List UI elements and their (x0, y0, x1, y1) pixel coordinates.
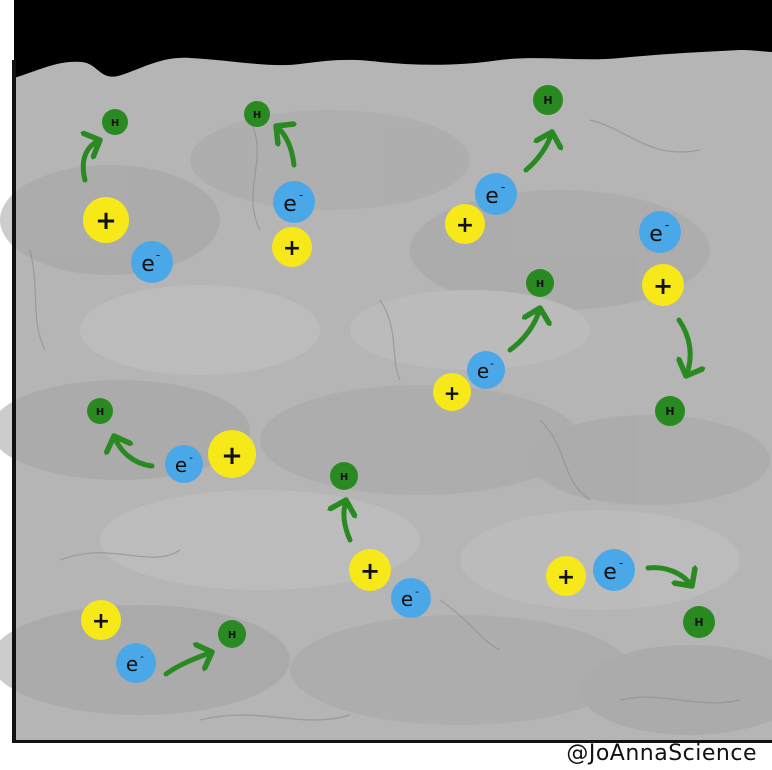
hydrogen-atom: H (102, 109, 128, 135)
svg-text:-: - (140, 650, 144, 663)
svg-text:-: - (415, 585, 419, 598)
proton: + (546, 556, 586, 596)
hydrogen-atom: H (526, 269, 554, 297)
electron: e - (116, 643, 156, 683)
svg-text:e: e (283, 192, 297, 217)
svg-text:+: + (557, 565, 575, 590)
proton: + (445, 204, 485, 244)
svg-text:H: H (694, 616, 703, 629)
left-frame-line (12, 60, 16, 742)
hydrogen-atom: H (244, 101, 270, 127)
svg-text:+: + (95, 206, 117, 236)
svg-text:+: + (456, 213, 474, 238)
hydrogen-atom: H (655, 396, 685, 426)
svg-text:e: e (401, 587, 413, 611)
proton: + (642, 264, 684, 306)
svg-text:e: e (485, 184, 499, 209)
electron: e - (467, 351, 505, 389)
svg-text:-: - (189, 451, 193, 464)
proton: + (81, 600, 121, 640)
svg-text:e: e (126, 652, 138, 676)
hydrogen-atom: H (218, 620, 246, 648)
svg-text:+: + (92, 609, 110, 634)
svg-text:-: - (490, 357, 494, 370)
hydrogen-atom: H (533, 85, 563, 115)
svg-text:-: - (665, 218, 669, 232)
hydrogen-atom: H (330, 462, 358, 490)
svg-text:+: + (444, 381, 461, 405)
proton: + (272, 227, 312, 267)
svg-text:H: H (253, 110, 261, 121)
svg-text:+: + (653, 272, 673, 300)
svg-text:H: H (111, 118, 119, 129)
svg-text:H: H (665, 405, 674, 418)
svg-text:H: H (228, 630, 236, 641)
proton: + (433, 373, 471, 411)
svg-text:-: - (619, 556, 623, 570)
svg-text:+: + (283, 236, 301, 261)
electron: e - (639, 211, 681, 253)
electron: e - (593, 549, 635, 591)
svg-text:-: - (156, 248, 160, 262)
svg-text:H: H (536, 279, 544, 290)
electron: e - (391, 578, 431, 618)
svg-text:H: H (340, 472, 348, 483)
svg-text:e: e (603, 560, 617, 585)
electron: e - (165, 445, 203, 483)
svg-text:e: e (141, 252, 155, 277)
svg-text:-: - (501, 180, 505, 194)
svg-text:-: - (299, 188, 303, 202)
proton: + (349, 549, 391, 591)
hydrogen-atom: H (87, 398, 113, 424)
svg-text:e: e (175, 453, 187, 477)
svg-text:+: + (221, 441, 243, 471)
credit-text: @JoAnnaScience (566, 741, 757, 766)
electron: e - (475, 173, 517, 215)
svg-text:+: + (360, 557, 380, 585)
svg-text:H: H (96, 407, 104, 418)
svg-text:H: H (543, 94, 552, 107)
proton: + (83, 197, 129, 243)
electron: e - (273, 181, 315, 223)
proton: + (208, 430, 256, 478)
hydrogen-atom: H (683, 606, 715, 638)
svg-text:e: e (477, 359, 489, 383)
svg-text:e: e (649, 222, 663, 247)
electron: e - (131, 241, 173, 283)
